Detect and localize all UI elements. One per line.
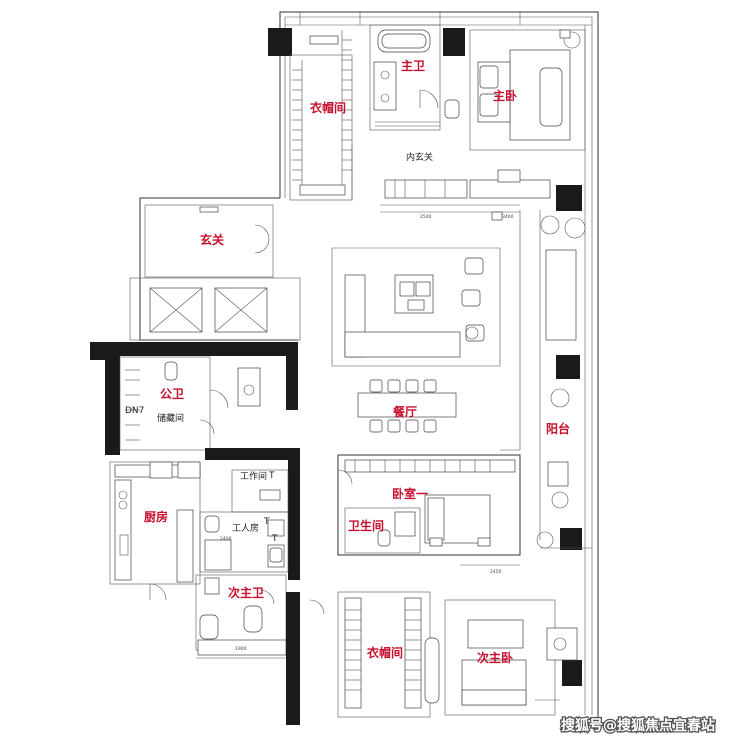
tag-t: T	[263, 517, 270, 527]
room-label-kitchen: 厨房	[144, 509, 168, 524]
master-bath-area	[369, 24, 460, 131]
room-label-master-bath: 主卫	[401, 58, 425, 73]
kitchen-area	[109, 448, 300, 601]
room-label-second-master-bedroom: 次主卧	[477, 650, 513, 665]
tags: T T T DN7	[125, 406, 278, 544]
cabinet	[384, 179, 468, 199]
room-label-balcony: 阳台	[546, 421, 570, 436]
second-master-bath-area	[195, 574, 287, 659]
second-master-bedroom-area	[444, 599, 578, 716]
room-label-maid-room: 工人房	[232, 522, 259, 534]
toilet	[444, 99, 460, 119]
column	[268, 28, 292, 56]
room-label-inner-foyer: 内玄关	[406, 151, 433, 163]
room-label-second-master-bath: 次主卫	[228, 585, 264, 600]
public-bath-area	[90, 342, 298, 455]
dim-label: 3460	[502, 214, 514, 220]
room-label-second-closet: 衣帽间	[367, 645, 403, 660]
dim-label: 1900	[235, 646, 247, 652]
watermark-text: 搜狐号@搜狐焦点宜春站	[561, 717, 715, 734]
room-label-dining: 餐厅	[393, 404, 417, 419]
column	[562, 660, 582, 686]
room-label-entrance: 玄关	[200, 232, 224, 247]
master-closet-area	[289, 30, 353, 201]
room-label-public-bath: 公卫	[160, 387, 184, 401]
living-area	[331, 247, 501, 367]
tag-t: T	[271, 534, 278, 544]
room-label-work-room: 工作间	[240, 470, 267, 482]
column	[560, 528, 582, 550]
entrance-area	[129, 197, 301, 341]
balcony-furniture	[545, 249, 577, 341]
watermark: 搜狐号@搜狐焦点宜春站	[560, 716, 717, 736]
dim-label: 2450	[490, 569, 502, 575]
dining-table	[357, 392, 457, 418]
tag-t: T	[268, 471, 275, 481]
dim-label: 2500	[420, 214, 432, 220]
room-label-storage: 储藏间	[157, 412, 184, 424]
room-label-bedroom-one: 卧室一	[392, 486, 428, 501]
room-labels: 主卫 主卧 衣帽间 内玄关 玄关 公卫 储藏间 餐厅 阳台 工作间 厨房 卧室一…	[144, 58, 570, 665]
bedroom-one-area	[337, 454, 521, 566]
sofa	[344, 331, 461, 358]
dim-label: 2400	[220, 536, 232, 542]
room-label-washroom: 卫生间	[348, 518, 384, 533]
column	[556, 185, 582, 211]
second-closet-area	[286, 591, 440, 725]
column	[556, 355, 580, 379]
column	[443, 28, 465, 56]
balcony-area	[536, 210, 592, 549]
tag-dn: DN7	[125, 406, 144, 416]
inner-foyer-area	[351, 145, 551, 221]
master-bedroom-area	[469, 29, 586, 151]
room-label-master-bedroom: 主卧	[493, 88, 517, 103]
room-label-master-closet: 衣帽间	[310, 100, 346, 115]
dimensions: 2500 3460 2400 2450 1900	[220, 214, 514, 652]
dining-area	[357, 210, 521, 451]
outer-walls	[268, 11, 599, 720]
